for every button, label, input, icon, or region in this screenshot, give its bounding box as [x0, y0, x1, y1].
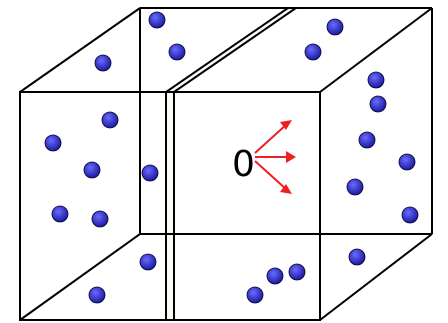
arrow-right-head — [286, 151, 296, 163]
particle-6 — [368, 72, 384, 88]
top-left-diagonal — [20, 8, 140, 92]
particle-1 — [149, 12, 165, 28]
particle-17 — [402, 207, 418, 223]
particle-8 — [45, 135, 61, 151]
bottom-right-diagonal — [320, 234, 432, 320]
particle-23 — [89, 287, 105, 303]
particle-5 — [305, 44, 321, 60]
particle-19 — [349, 249, 365, 265]
particle-22 — [247, 287, 263, 303]
particle-15 — [52, 206, 68, 222]
particle-20 — [289, 264, 305, 280]
particle-11 — [142, 165, 158, 181]
partition-front-face — [166, 92, 174, 320]
particle-label: 0 — [232, 144, 255, 185]
particle-12 — [359, 132, 375, 148]
particle-9 — [370, 96, 386, 112]
particle-13 — [399, 154, 415, 170]
particle-7 — [102, 112, 118, 128]
particle-10 — [84, 162, 100, 178]
arrow-down — [255, 161, 287, 190]
partition-top-face — [166, 8, 296, 92]
particle-14 — [347, 179, 363, 195]
particle-16 — [92, 211, 108, 227]
moving-particle: 0 — [232, 120, 296, 194]
particle-18 — [140, 254, 156, 270]
particle-4 — [327, 19, 343, 35]
bottom-left-diagonal — [20, 234, 140, 320]
particle-2 — [169, 44, 185, 60]
arrow-up — [255, 124, 287, 153]
particle-21 — [267, 268, 283, 284]
particle-3 — [95, 55, 111, 71]
